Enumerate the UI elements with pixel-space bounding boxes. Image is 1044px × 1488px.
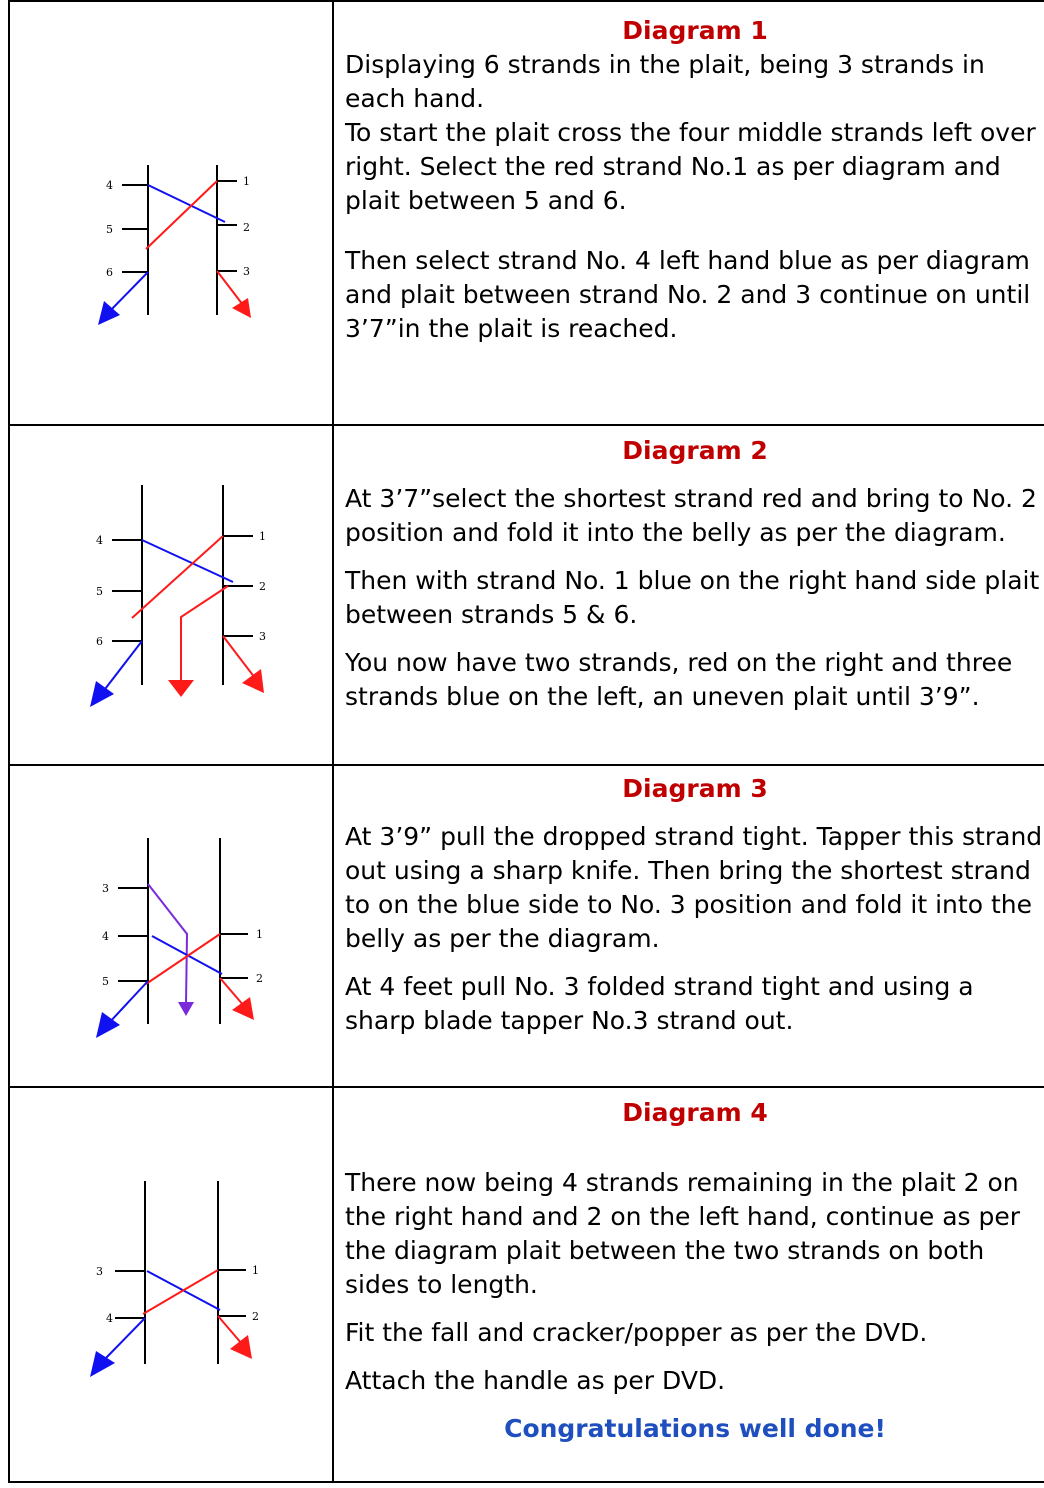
row-diagram-4: 3 4 1 2 Diagram 4 There now being 4 stra… [10,1086,1044,1483]
diagram-2-paragraph: You now have two strands, red on the rig… [345,648,1013,711]
strand-label-1: 1 [256,928,263,941]
diagram-3-text: Diagram 3 At 3’9” pull the dropped stran… [345,772,1044,1038]
diagram-2-paragraph: At 3’7”select the shortest strand red an… [345,484,1037,547]
diagram-4-paragraph: Attach the handle as per DVD. [345,1366,726,1395]
strand-label-2: 2 [259,580,266,593]
strand-label-3: 3 [102,882,109,895]
strand-label-4: 4 [96,534,103,547]
row-diagram-1: 4 5 6 1 2 3 Diagram 1 Displaying 6 stran… [10,0,1044,426]
diagram-1-text: Diagram 1 Displaying 6 strands in the pl… [345,14,1044,346]
blue-strand [141,539,234,583]
diagram-4-figure: 3 4 1 2 [70,1181,270,1386]
diagram-4-text: Diagram 4 There now being 4 strands rema… [345,1096,1044,1446]
strand-label-4: 4 [106,1312,113,1325]
diagram-1-paragraph: To start the plait cross the four middle… [345,118,1036,215]
blue-strand [151,935,223,975]
strand-label-1: 1 [243,175,250,188]
diagram-4-heading: Diagram 4 [622,1098,768,1127]
diagram-1-heading: Diagram 1 [622,16,768,45]
strand-label-5: 5 [96,585,103,598]
diagram-4-paragraph: There now being 4 strands remaining in t… [345,1168,1021,1299]
strand-label-3: 3 [259,630,266,643]
red-strand [131,535,224,619]
strand-label-4: 4 [106,179,113,192]
red-strand [145,933,221,985]
diagram-3-heading: Diagram 3 [622,774,768,803]
diagram-1-figure: 4 5 6 1 2 3 [70,165,260,330]
strand-label-3: 3 [96,1265,103,1278]
diagram-2-text: Diagram 2 At 3’7”select the shortest str… [345,434,1044,714]
diagram-2-heading: Diagram 2 [622,436,768,465]
strand-label-1: 1 [259,530,266,543]
row-diagram-3: 3 4 5 1 2 Diagram 3 At 3’9” pull the dro… [10,764,1044,1088]
purple-arrow-icon [178,1002,194,1016]
strand-label-2: 2 [252,1310,259,1323]
instructions-table: 4 5 6 1 2 3 Diagram 1 Displaying 6 stran… [8,0,1044,1483]
diagram-1-paragraph: Then select strand No. 4 left hand blue … [345,246,1031,343]
strand-label-4: 4 [102,930,109,943]
blue-arrow-icon [96,1012,120,1038]
diagram-3-figure: 3 4 5 1 2 [70,838,270,1048]
row-diagram-2: 4 5 6 1 2 3 Diagram 2 At 3’7”select the … [10,424,1044,766]
diagram-2-figure: 4 5 6 1 2 3 [70,485,280,715]
red-arrow-icon [230,1335,252,1359]
blue-arrow-icon [98,301,120,325]
diagram-3-paragraph: At 3’9” pull the dropped strand tight. T… [345,822,1043,953]
strand-label-2: 2 [256,972,263,985]
blue-arrow-icon [90,1351,115,1377]
red-arrow-icon [168,680,194,697]
column-divider [332,0,334,1481]
red-arrow-icon [232,997,254,1020]
strand-label-6: 6 [96,635,103,648]
diagram-3-paragraph: At 4 feet pull No. 3 folded strand tight… [345,972,974,1035]
red-strand [142,1269,219,1315]
red-arrow-icon [232,298,251,318]
diagram-4-paragraph: Fit the fall and cracker/popper as per t… [345,1318,928,1347]
purple-strand [147,883,189,1005]
strand-label-2: 2 [243,221,250,234]
diagram-1-paragraph: Displaying 6 strands in the plait, being… [345,50,985,113]
strand-label-5: 5 [102,975,109,988]
congratulations-message: Congratulations well done! [504,1414,886,1443]
red-strand [145,180,218,250]
blue-strand [147,184,226,223]
blue-arrow-icon [90,681,114,707]
strand-label-5: 5 [106,223,113,236]
red-arrow-icon [242,669,264,693]
strand-label-3: 3 [243,265,250,278]
strand-label-6: 6 [106,266,113,279]
diagram-2-paragraph: Then with strand No. 1 blue on the right… [345,566,1040,629]
strand-label-1: 1 [252,1264,259,1277]
